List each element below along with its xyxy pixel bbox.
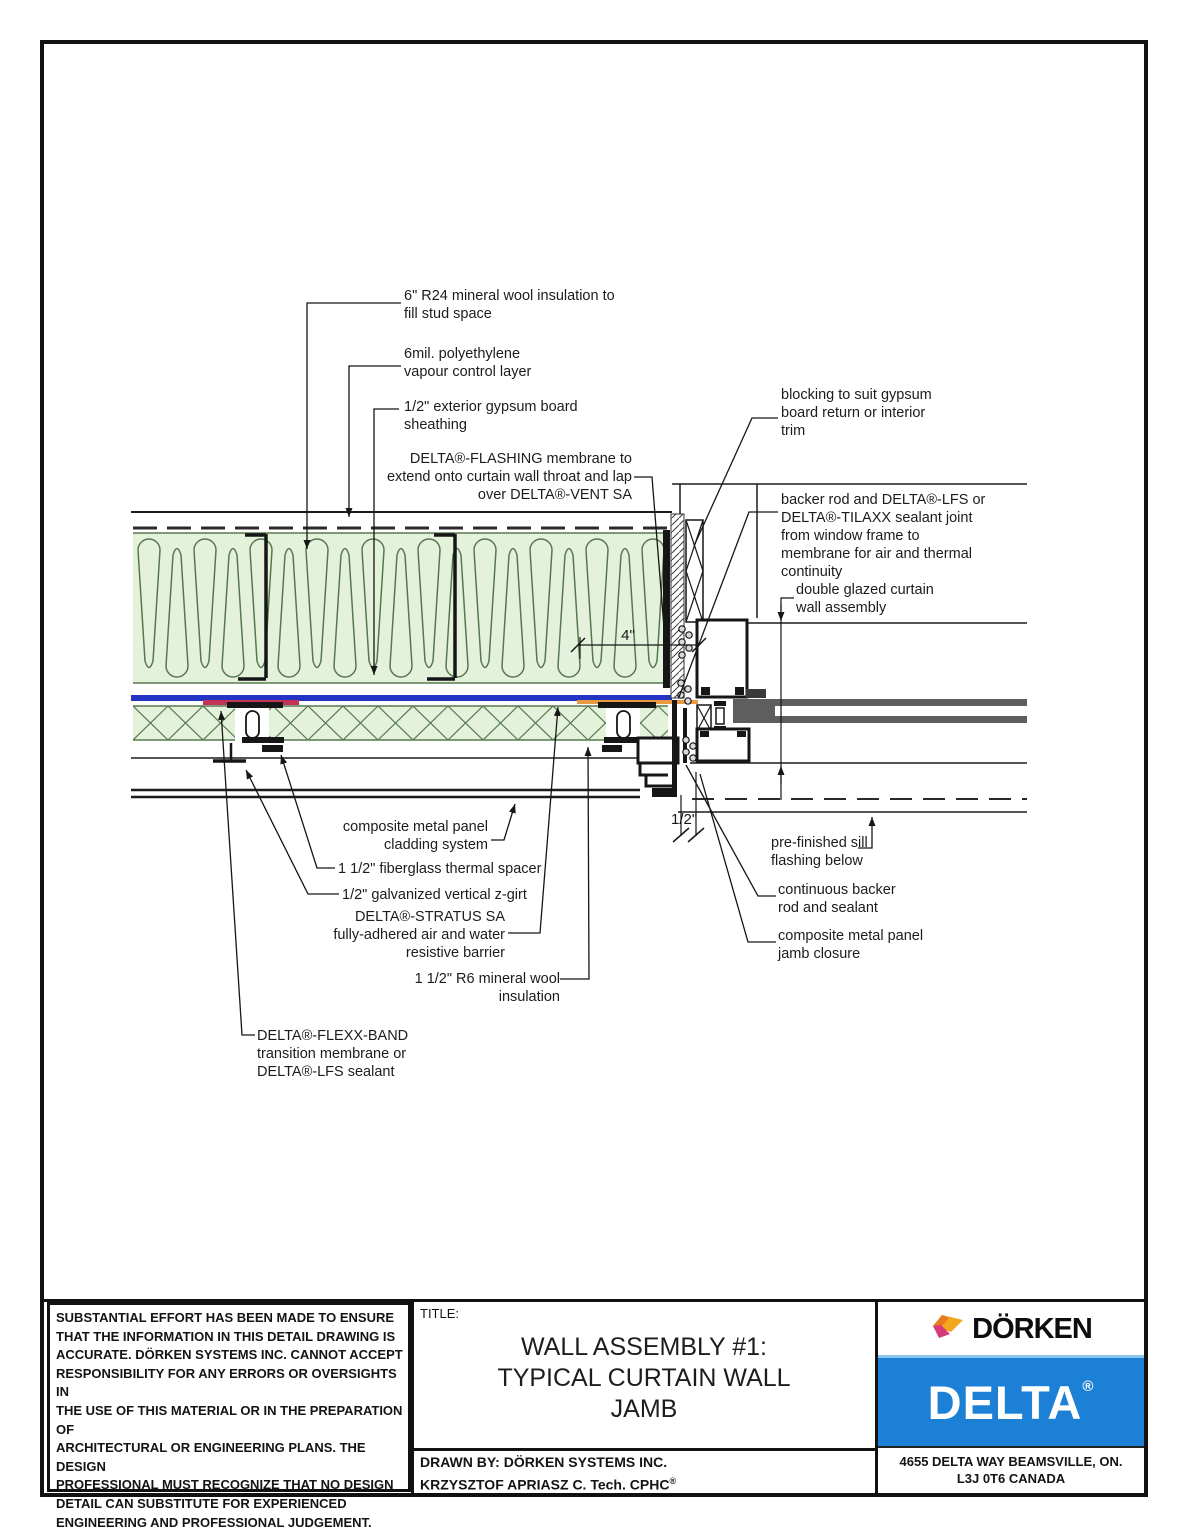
- delta-wordmark: DELTA®: [927, 1375, 1095, 1429]
- drawnby-separator: [411, 1448, 878, 1451]
- stratus-air-barrier-line: [131, 695, 672, 701]
- drawn-by-line2: KRZYSZTOF APRIASZ C. Tech. CPHC: [420, 1476, 670, 1493]
- logo-panel: DÖRKEN DELTA® 4655 DELTA WAY BEAMSVILLE,…: [878, 1303, 1144, 1492]
- wood-blocking: [685, 519, 704, 623]
- backer-rod-sealant-dots: [677, 625, 697, 762]
- title-label: TITLE:: [420, 1306, 460, 1321]
- delta-registered-mark: ®: [1082, 1377, 1095, 1395]
- callout-z-girt: 1/2" galvanized vertical z-girt: [342, 887, 527, 903]
- callout-jamb-closure: composite metal panel jamb closure: [778, 928, 924, 962]
- delta-band: DELTA®: [878, 1355, 1144, 1448]
- glazing-extent-dimension: [777, 597, 794, 800]
- drawn-by: DRAWN BY: DÖRKEN SYSTEMS INC. KRZYSZTOF …: [420, 1453, 676, 1495]
- stud-offset-dimension: 4": [570, 627, 707, 659]
- callout-flashing-membrane: DELTA®-FLASHING membrane to extend onto …: [386, 451, 632, 503]
- titleblock-divider-right: [875, 1299, 878, 1493]
- metal-panel-cladding: [131, 757, 645, 799]
- interior-return-lines: [672, 483, 1027, 618]
- sheathing-return-hatch: [670, 513, 685, 699]
- double-glazing-unit: [733, 699, 1027, 723]
- dorken-logo: DÖRKEN: [878, 1303, 1144, 1355]
- callout-pre-finished-sill: pre-finished sill flashing below: [771, 835, 868, 869]
- joint-gap-dimension: 1/2": [671, 772, 705, 843]
- dimension-text-half-in: 1/2": [671, 811, 697, 828]
- curtain-wall-mullion: [695, 618, 766, 732]
- callout-blocking: blocking to suit gypsum board return or …: [781, 387, 932, 439]
- dimension-text-4in: 4": [621, 627, 635, 644]
- steel-stud: [238, 533, 457, 681]
- page-border: [40, 40, 1148, 1497]
- z-girt-1: [213, 702, 284, 763]
- callout-fiberglass-spacer: 1 1/2" fiberglass thermal spacer: [338, 861, 542, 877]
- callout-backer-rod-joint: backer rod and DELTA®-LFS or DELTA®-TILA…: [781, 492, 986, 580]
- callout-r6-insulation: 1 1/2" R6 mineral wool insulation: [414, 971, 560, 1005]
- company-address: 4655 DELTA WAY BEAMSVILLE, ON. L3J 0T6 C…: [899, 1454, 1123, 1486]
- sheet-title: WALL ASSEMBLY #1: TYPICAL CURTAIN WALL J…: [497, 1333, 791, 1423]
- panel-jamb-return: [636, 700, 687, 797]
- callout-flexx-band: DELTA®-FLEXX-BAND transition membrane or…: [257, 1028, 409, 1080]
- callout-cladding-system: composite metal panel cladding system: [342, 819, 488, 853]
- sill-flashing-lines: [678, 622, 1027, 813]
- batt-end-cap: [663, 530, 670, 688]
- titleblock-top-rule: [44, 1299, 1144, 1302]
- leader-lines: [218, 302, 876, 1036]
- disclaimer-text: SUBSTANTIAL EFFORT HAS BEEN MADE TO ENSU…: [56, 1310, 403, 1530]
- disclaimer-box: [47, 1302, 411, 1492]
- mineral-wool-xhatch-band: [133, 705, 668, 741]
- drawn-by-line1: DRAWN BY: DÖRKEN SYSTEMS INC.: [420, 1454, 668, 1470]
- registered-mark: ®: [669, 1476, 677, 1486]
- titleblock-divider-left: [411, 1299, 414, 1493]
- callout-poly-vapour: 6mil. polyethylene vapour control layer: [404, 346, 532, 380]
- dorken-wordmark: DÖRKEN: [972, 1312, 1093, 1345]
- callout-double-glazed: double glazed curtain wall assembly: [796, 582, 934, 616]
- callout-continuous-backer: continuous backer rod and sealant: [778, 882, 896, 916]
- batt-insulation: [133, 532, 668, 684]
- dorken-logo-icon: [933, 1315, 964, 1338]
- callout-r24-insulation: 6" R24 mineral wool insulation to fill s…: [404, 288, 615, 322]
- callout-stratus-barrier: DELTA®-STRATUS SA fully-adhered air and …: [333, 909, 505, 961]
- z-girt-2: [598, 702, 656, 752]
- jamb-closure-box: [695, 727, 751, 763]
- callout-gypsum-sheathing: 1/2" exterior gypsum board sheathing: [404, 399, 578, 433]
